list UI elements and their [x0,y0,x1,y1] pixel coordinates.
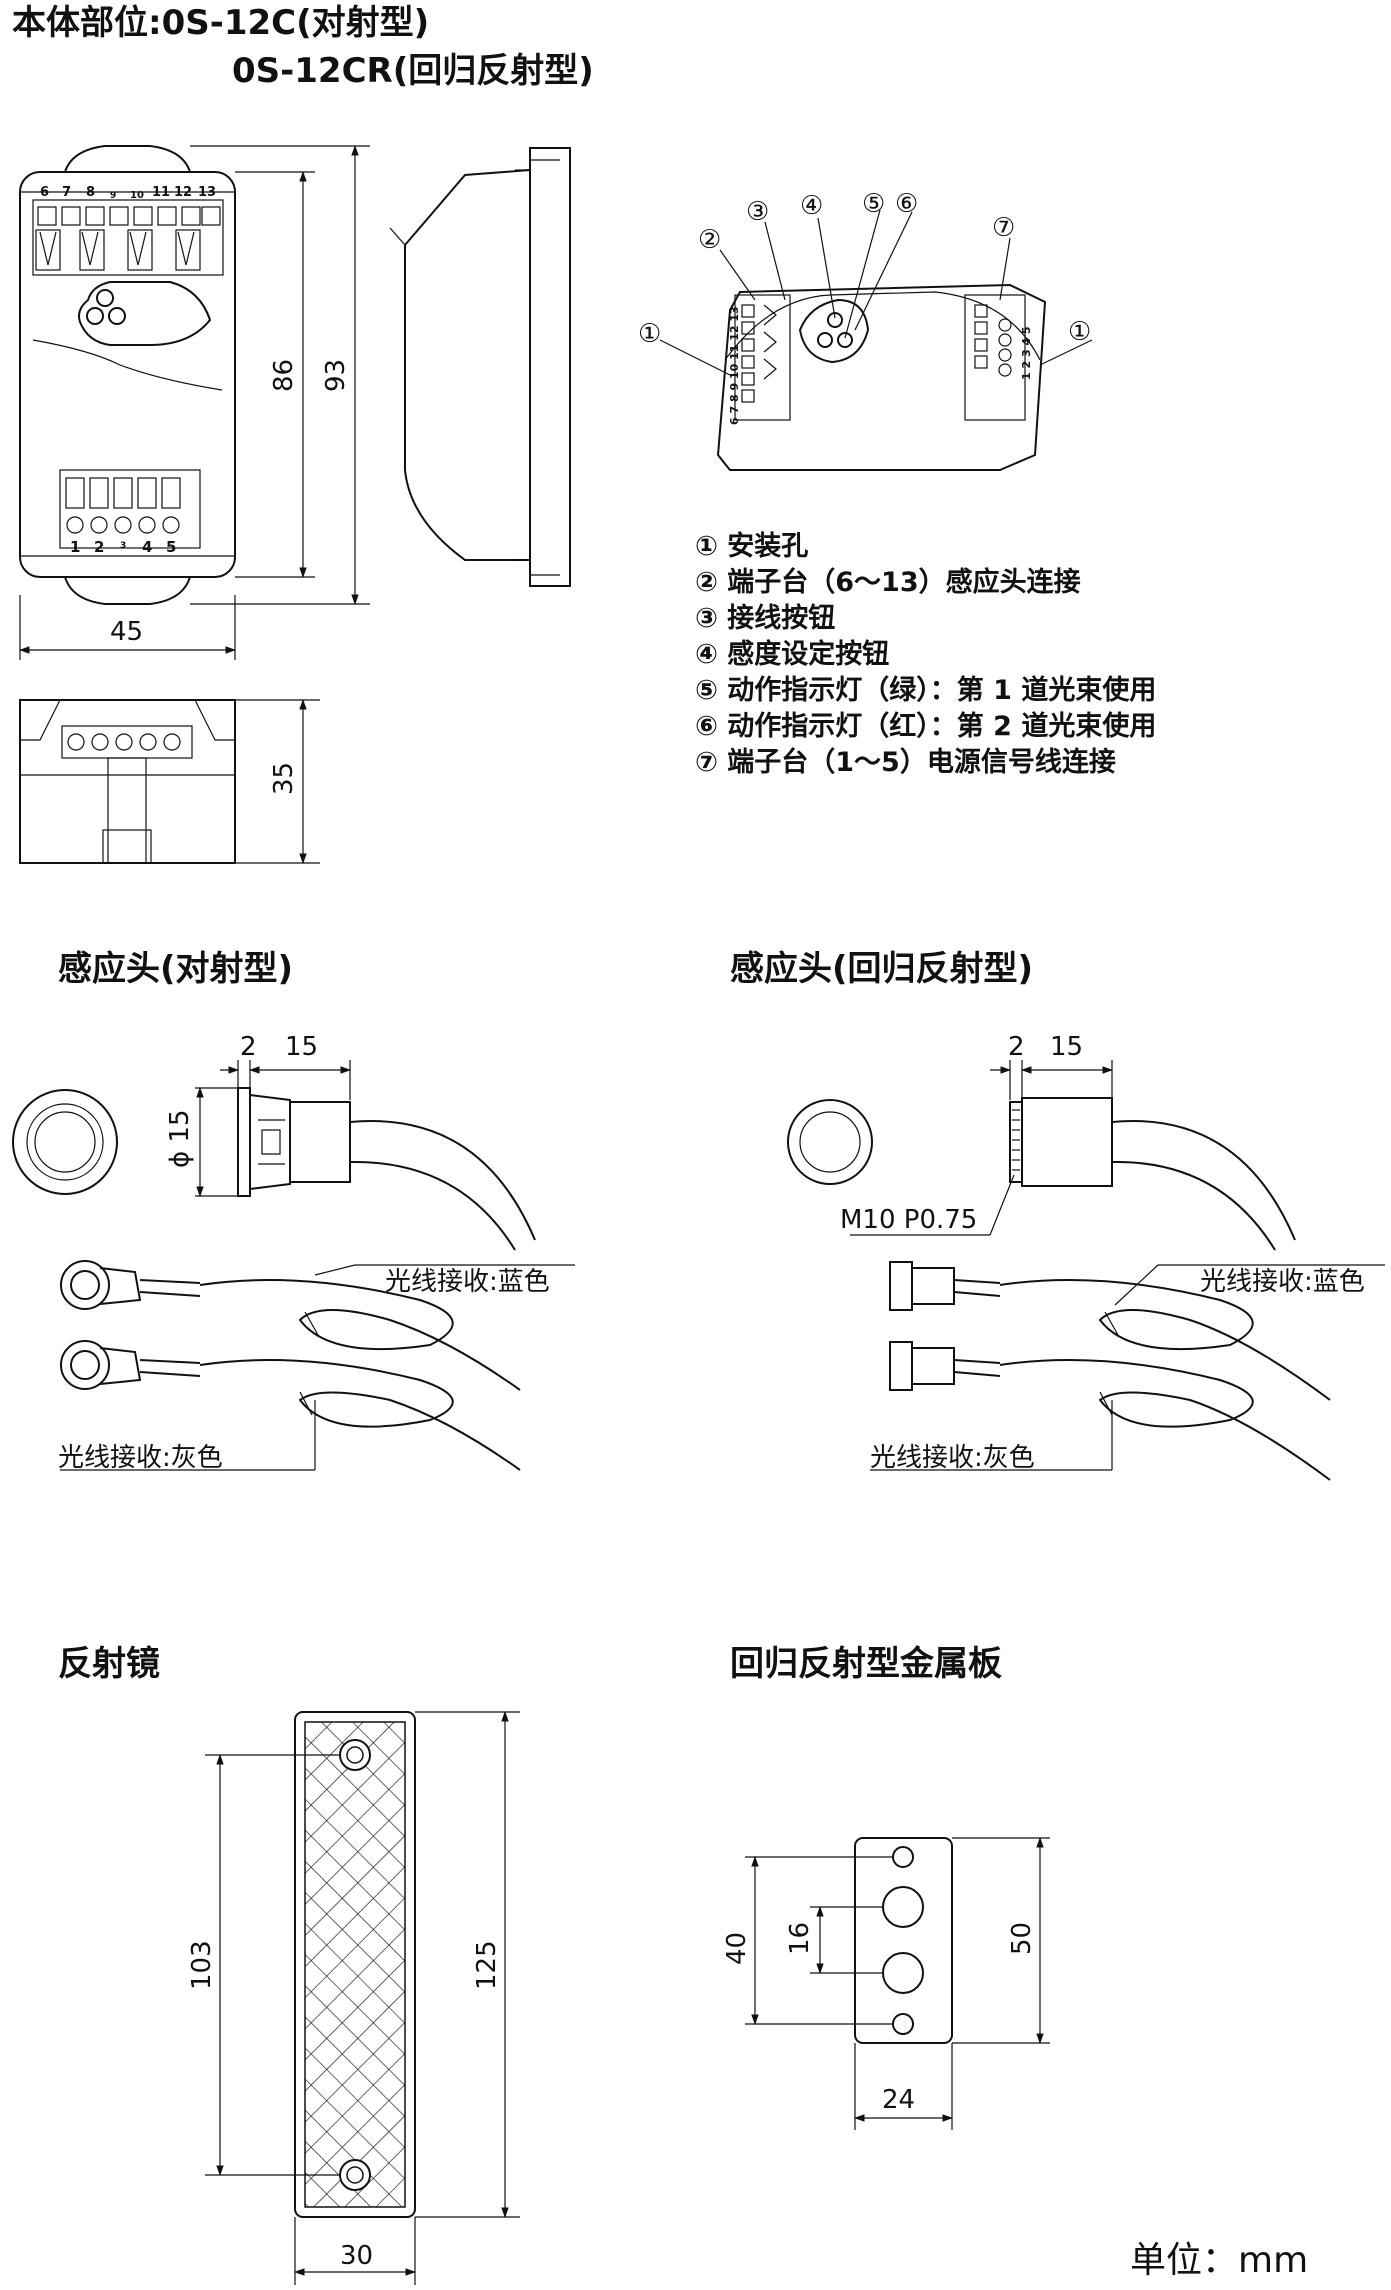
svg-text:11: 11 [152,185,170,200]
top-terminal-labels: 6 7 8 9 10 11 12 13 [40,185,216,201]
svg-text:2: 2 [94,538,104,556]
reflector-dim-width: 30 [340,2241,373,2271]
svg-text:④ 感度设定按钮: ④ 感度设定按钮 [695,638,889,670]
svg-text:② 端子台（6～13）感应头连接: ② 端子台（6～13）感应头连接 [695,566,1081,598]
svg-text:5: 5 [166,538,176,556]
dim-body-outer-height: 93 [321,359,351,392]
svg-text:6: 6 [40,185,49,200]
sensor-through-dim-length: 15 [285,1032,318,1062]
metal-plate-drawing: 40 16 50 24 [722,1836,1050,2130]
svg-text:1: 1 [70,538,80,556]
unit-note: 单位：mm [1130,2240,1308,2281]
metal-plate-dim-hole-pitch: 40 [722,1932,752,1965]
metal-plate-dim-height: 50 [1007,1922,1037,1955]
sensor-retro-label-gray: 光线接收:灰色 [870,1443,1035,1473]
svg-text:8: 8 [86,185,95,200]
sensor-through-dim-diameter: ϕ 15 [165,1110,195,1169]
svg-text:⑥ 动作指示灯（红）：第 2 道光束使用: ⑥ 动作指示灯（红）：第 2 道光束使用 [695,710,1156,742]
dim-body-inner-height: 86 [269,359,299,392]
sensor-through-dim-flange: 2 [240,1032,257,1062]
section-title-sensor-through: 感应头(对射型) [58,949,293,989]
sensor-retro-dim-flange: 2 [1008,1032,1025,1062]
body-isometric-view: 6 7 8 9 10 11 12 13 1 2 3 4 5 ① ② ③ ④ ⑤ … [638,189,1093,471]
sensor-retro-dim-length: 15 [1050,1032,1083,1062]
section-title-sensor-retro: 感应头(回归反射型) [730,949,1033,989]
svg-text:④: ④ [800,191,823,221]
section-title-metal-plate: 回归反射型金属板 [730,1644,1002,1684]
sensor-through-label-gray: 光线接收:灰色 [58,1443,223,1473]
svg-text:13: 13 [198,185,216,200]
iso-callouts: ① ② ③ ④ ⑤ ⑥ ⑦ ① [638,189,1091,349]
svg-text:7: 7 [62,185,71,200]
reflector-dim-height: 125 [472,1940,502,1990]
svg-text:6 7 8 9 10 11 12 13: 6 7 8 9 10 11 12 13 [728,306,741,425]
dim-body-depth: 35 [269,762,299,795]
svg-text:①: ① [1068,317,1091,347]
svg-text:③: ③ [746,197,769,227]
bottom-terminal-labels: 1 2 3 4 5 [70,538,176,556]
metal-plate-dim-width: 24 [882,2085,915,2115]
body-front-view: 6 7 8 9 10 11 12 13 [18,144,370,660]
svg-text:⑤ 动作指示灯（绿）：第 1 道光束使用: ⑤ 动作指示灯（绿）：第 1 道光束使用 [695,674,1156,706]
svg-text:⑤: ⑤ [862,189,885,219]
svg-text:①: ① [638,319,661,349]
section-title-reflector: 反射镜 [58,1644,160,1684]
reflector-dim-hole-pitch: 103 [187,1940,217,1990]
body-bottom-view: 35 [19,698,320,865]
parts-legend: ① 安装孔 ② 端子台（6～13）感应头连接 ③ 接线按钮 ④ 感度设定按钮 ⑤… [695,531,1156,778]
svg-text:⑦ 端子台（1～5）电源信号线连接: ⑦ 端子台（1～5）电源信号线连接 [695,746,1116,778]
svg-text:⑥: ⑥ [895,189,918,219]
svg-text:9: 9 [110,191,116,201]
dim-body-width: 45 [110,617,143,647]
svg-text:3: 3 [120,541,126,551]
sensor-through-label-blue: 光线接收:蓝色 [385,1267,550,1297]
body-side-view [389,147,571,587]
svg-text:4: 4 [142,538,152,556]
sensor-retro-drawing: 2 15 M10 P0.75 光线接收:蓝色 光线接收:灰色 [787,1032,1385,1481]
sensor-retro-thread: M10 P0.75 [840,1205,977,1235]
svg-text:10: 10 [130,190,144,201]
reflector-drawing: 103 125 30 [187,1710,520,2285]
header-title-2: 0S-12CR(回归反射型) [232,51,594,91]
svg-text:1 2 3 4 5: 1 2 3 4 5 [1020,326,1033,380]
sensor-retro-label-blue: 光线接收:蓝色 [1200,1267,1365,1297]
sensor-through-drawing: 2 15 ϕ 15 光线接收:蓝色 光线接收:灰色 [12,1032,575,1473]
svg-text:③ 接线按钮: ③ 接线按钮 [695,602,835,634]
svg-text:⑦: ⑦ [992,213,1015,243]
svg-text:① 安装孔: ① 安装孔 [695,531,808,562]
header-title-1: 本体部位:0S-12C(对射型) [12,3,429,43]
metal-plate-dim-center-pitch: 16 [785,1922,815,1955]
svg-text:12: 12 [174,185,192,200]
svg-text:②: ② [698,225,721,255]
